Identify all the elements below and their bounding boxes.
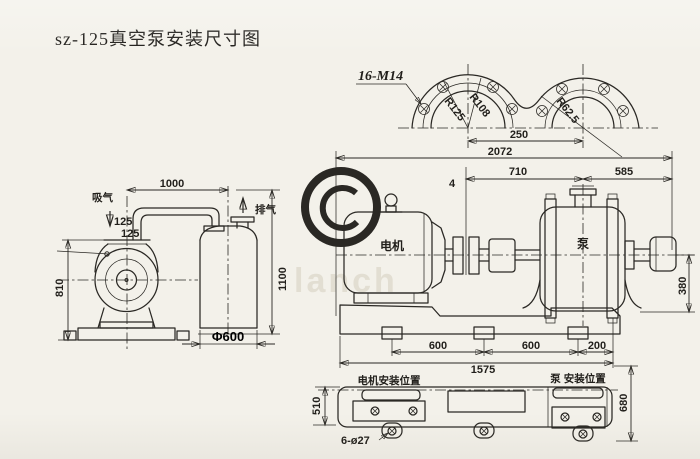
flange-bolt-holes [418,81,629,117]
page-title: sz-125真空泵安装尺寸图 [55,29,261,49]
dim-680: 680 [618,394,630,412]
suction-label: 吸气 [92,191,113,204]
dim-380: 380 [677,277,689,295]
dim-125-b: 125 [121,228,139,240]
piping-front-view: 吸气 125 125 810 1000 [54,178,289,350]
dim-phi600: Φ600 [212,329,244,344]
pump-mount-label: 泵 安装位置 [550,372,606,385]
motor-side: 电机 [343,193,446,304]
watermark: lanch [294,167,398,300]
exhaust-label: 排气 [255,203,276,216]
dim-600-b: 600 [522,340,540,352]
pump-label: 泵 [577,237,589,251]
dim-810: 810 [54,279,66,297]
assembly-side-view: 2072 710 585 4 电机 [336,146,695,376]
dim-600-a: 600 [429,340,447,352]
dim-510: 510 [311,397,323,415]
anchor-holes-callout: 6-ø27 [341,435,370,447]
dim-4: 4 [449,178,456,190]
dim-200: 200 [588,340,606,352]
coupling [444,236,541,275]
dim-585: 585 [615,166,633,178]
dim-2072: 2072 [488,146,512,158]
flange-detail-view: R125 R108 R62.5 16-M14 250 [356,64,658,158]
mounting-bolt-holes [370,406,602,422]
separator-tank [199,186,258,336]
thread-callout: 16-M14 [358,69,403,84]
dim-1000: 1000 [160,178,184,190]
thread-leader-arrow-icon [405,83,421,104]
baseplate-side [339,304,621,340]
motor-mount-label: 电机安装位置 [358,374,421,387]
suction-pipe [132,207,225,241]
dim-1575: 1575 [471,364,495,376]
anchor-leader-arrow-icon [378,433,388,441]
dim-250: 250 [510,129,528,141]
dim-r108: R108 [467,91,493,119]
anchor-feet [381,422,594,442]
pump-front [56,239,190,341]
dim-1100: 1100 [277,267,289,291]
dim-125-a: 125 [114,216,132,228]
motor-label: 电机 [380,238,404,253]
watermark-text: lanch [294,262,398,300]
base-plan-view: 电机安装位置 泵 安装位置 510 680 6-ø27 [311,366,638,447]
pump-side: 泵 [522,184,677,326]
dim-710: 710 [509,166,527,178]
